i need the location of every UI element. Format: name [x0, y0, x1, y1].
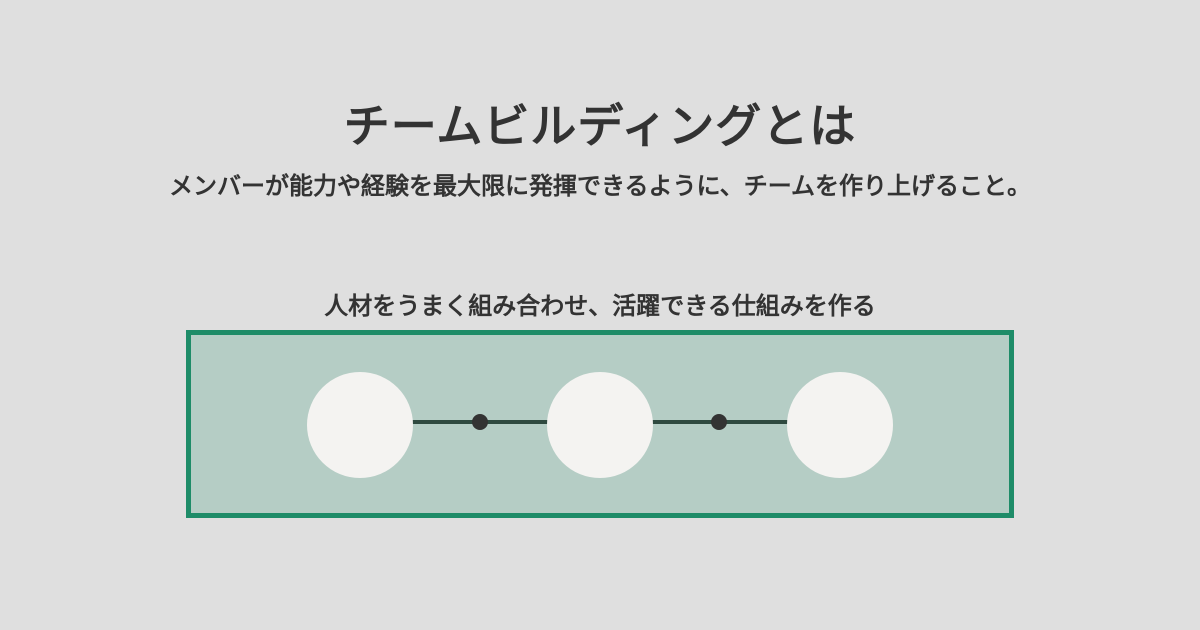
- page-title: チームビルディングとは: [343, 99, 857, 153]
- connector-dot-1: [472, 414, 488, 430]
- member-node-3: [787, 372, 893, 478]
- connector-dot-2: [711, 414, 727, 430]
- diagram-caption: 人材をうまく組み合わせ、活躍できる仕組みを作る: [324, 292, 876, 320]
- member-node-2: [547, 372, 653, 478]
- member-node-1: [307, 372, 413, 478]
- page-subtitle: メンバーが能力や経験を最大限に発揮できるように、チームを作り上げること。: [168, 172, 1032, 200]
